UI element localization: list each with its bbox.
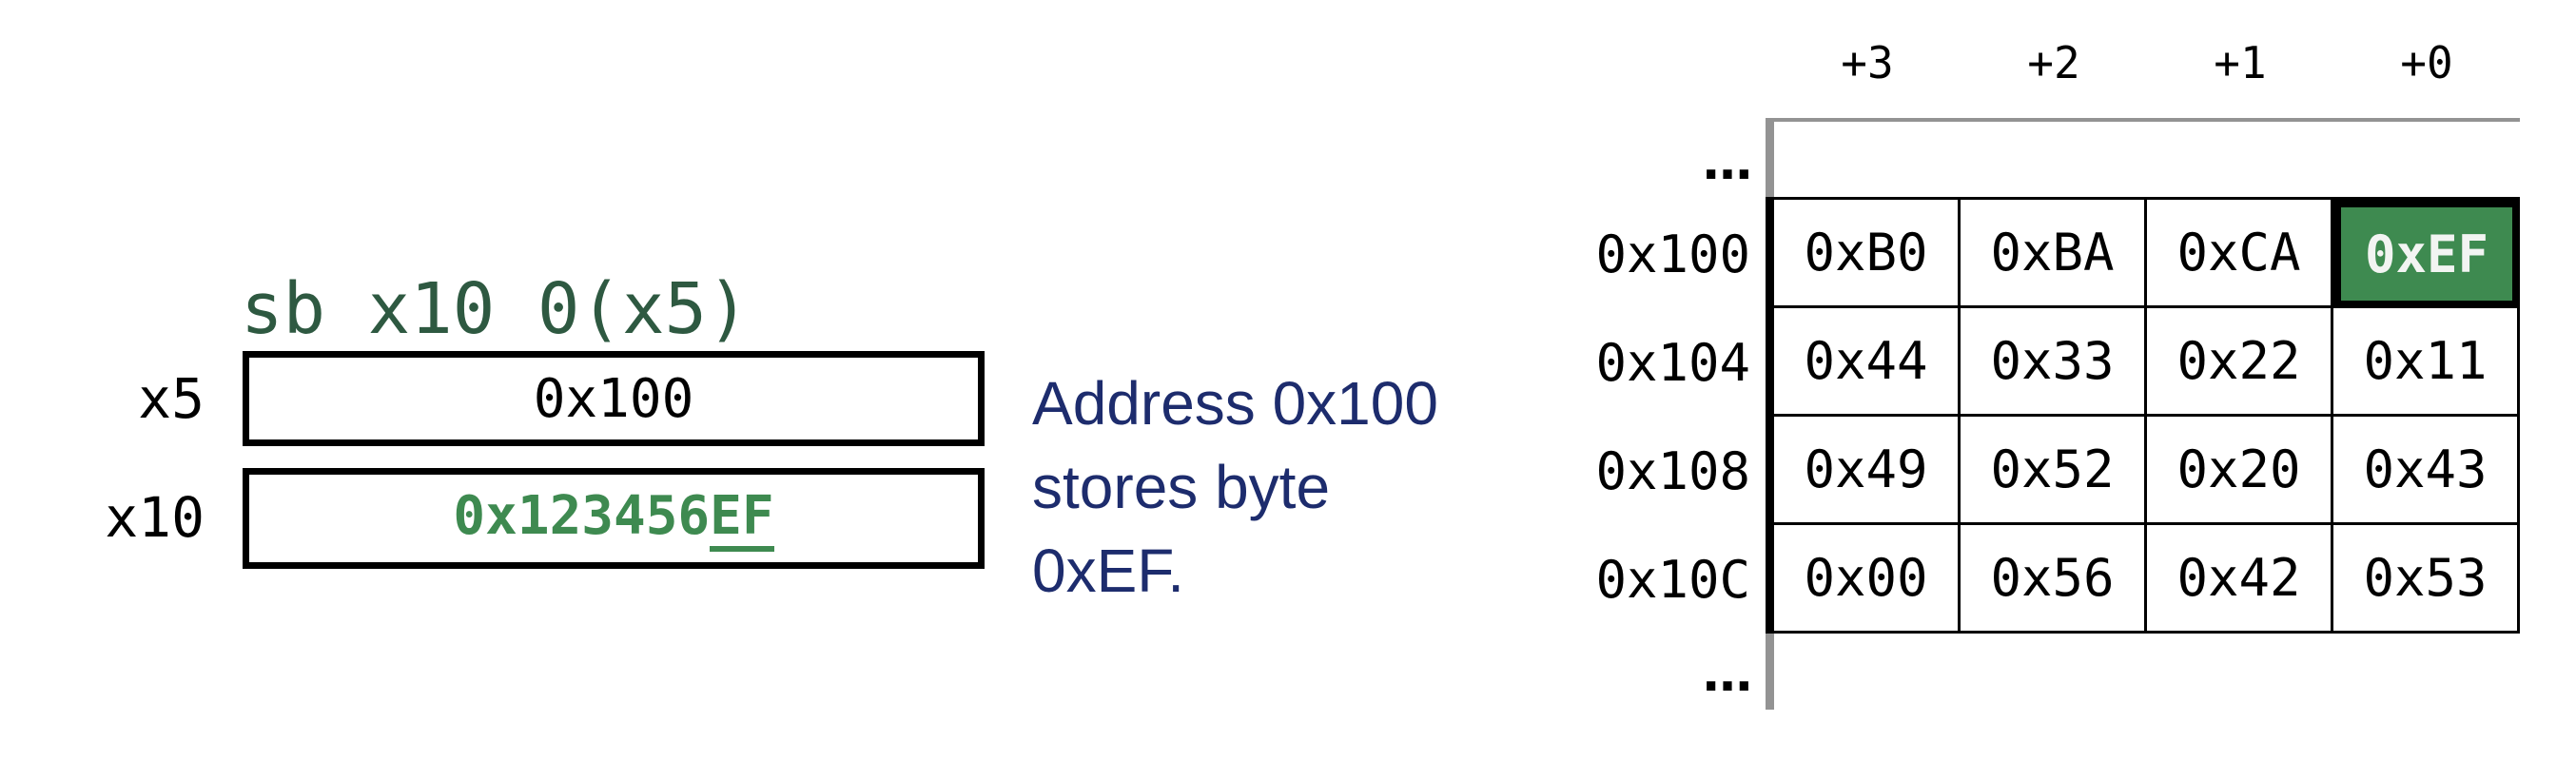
register-label-x5: x5 bbox=[138, 366, 205, 431]
register-value-x5: 0x100 bbox=[533, 367, 694, 430]
register-value-x10: 0x123456EF bbox=[453, 485, 774, 552]
memory-cell: 0xBA bbox=[1961, 200, 2147, 308]
memory-ellipsis-top: … bbox=[1703, 134, 1752, 191]
instruction-text: sb x10 0(x5) bbox=[241, 268, 750, 350]
memory-cell: 0x20 bbox=[2147, 417, 2333, 525]
memory-cell: 0x43 bbox=[2333, 417, 2520, 525]
memory-cell: 0x52 bbox=[1961, 417, 2147, 525]
memory-cell: 0x49 bbox=[1774, 417, 1961, 525]
register-label-x10: x10 bbox=[105, 485, 205, 550]
register-box-x5: 0x100 bbox=[243, 351, 985, 446]
register-box-x10: 0x123456EF bbox=[243, 468, 985, 569]
address-label-0x100: 0x100 bbox=[1595, 224, 1750, 284]
memory-ellipsis-bottom: … bbox=[1703, 646, 1752, 703]
caption-text: Address 0x100 stores byte 0xEF. bbox=[1032, 361, 1622, 613]
memory-cell: 0x56 bbox=[1961, 525, 2147, 634]
memory-top-rule bbox=[1766, 118, 2520, 122]
address-label-0x104: 0x104 bbox=[1595, 332, 1750, 393]
caption-line: Address 0x100 bbox=[1032, 369, 1438, 438]
byte-offset-header-plus1: +1 bbox=[2214, 37, 2267, 88]
memory-cell: 0x11 bbox=[2333, 308, 2520, 417]
caption-line: 0xEF. bbox=[1032, 537, 1185, 605]
memory-cell-highlighted: 0xEF bbox=[2333, 200, 2520, 308]
address-label-0x10C: 0x10C bbox=[1595, 549, 1750, 610]
memory-cell: 0x42 bbox=[2147, 525, 2333, 634]
memory-axis-line-top bbox=[1766, 118, 1774, 197]
memory-cell: 0x00 bbox=[1774, 525, 1961, 634]
byte-offset-header-plus2: +2 bbox=[2027, 37, 2080, 88]
memory-cell: 0x53 bbox=[2333, 525, 2520, 634]
byte-offset-header-plus0: +0 bbox=[2400, 37, 2453, 88]
memory-cell: 0x22 bbox=[2147, 308, 2333, 417]
register-value-x10-prefix: 0x123456 bbox=[453, 485, 711, 548]
memory-table: 0xB0 0xBA 0xCA 0xEF 0x44 0x33 0x22 0x11 … bbox=[1766, 197, 2520, 634]
memory-grid: 0xB0 0xBA 0xCA 0xEF 0x44 0x33 0x22 0x11 … bbox=[1774, 200, 2520, 634]
address-label-0x108: 0x108 bbox=[1595, 440, 1750, 501]
memory-cell: 0x44 bbox=[1774, 308, 1961, 417]
caption-line: stores byte bbox=[1032, 453, 1331, 521]
memory-axis-line-bottom bbox=[1766, 634, 1774, 710]
memory-cell: 0xB0 bbox=[1774, 200, 1961, 308]
byte-offset-header-plus3: +3 bbox=[1841, 37, 1894, 88]
memory-cell: 0x33 bbox=[1961, 308, 2147, 417]
memory-cell: 0xCA bbox=[2147, 200, 2333, 308]
stored-byte-highlight: EF bbox=[710, 488, 774, 552]
